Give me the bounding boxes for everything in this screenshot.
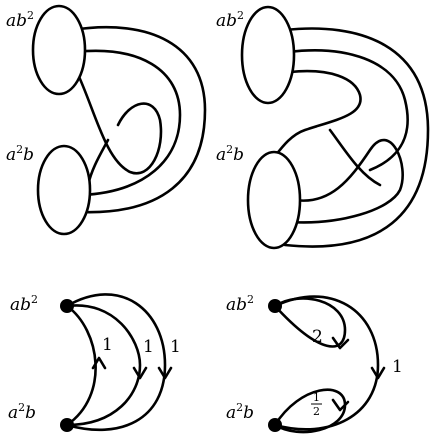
- bl-arrow-inner: [91, 356, 107, 370]
- br-loop-top-label: 2: [312, 327, 323, 347]
- tl-ellipse-bottom: [36, 144, 92, 236]
- tr-strand-outer: [283, 27, 430, 248]
- tr-label-top: ab2: [216, 9, 244, 31]
- tl-strand-middle: [72, 49, 182, 197]
- tl-label-top: ab2: [6, 9, 34, 31]
- bl-edge-label-2: 1: [143, 337, 154, 357]
- bl-edge-outer: [65, 293, 167, 432]
- bl-label-top: ab2: [10, 293, 38, 315]
- bl-edge-label-3: 1: [170, 337, 181, 357]
- br-loop-bottom-num: 1: [313, 391, 320, 404]
- tl-ellipse-top: [31, 4, 87, 96]
- tr-ellipse-top: [240, 5, 296, 105]
- bl-arrow-middle: [132, 366, 148, 380]
- bl-arrow-outer: [157, 366, 173, 380]
- br-arrow-loop-top: [331, 336, 350, 350]
- br-label-bottom: a2b: [226, 401, 254, 423]
- tl-strand-outer: [70, 25, 207, 214]
- tr-label-bottom: a2b: [216, 143, 244, 165]
- tl-strand-short: [86, 138, 110, 187]
- tr-strand-mid2: [270, 69, 362, 162]
- tr-strand-cross: [328, 128, 382, 187]
- bl-edge-label-1: 1: [102, 335, 113, 355]
- br-arrow-loop-bottom: [331, 398, 350, 412]
- tr-strand-mid1: [286, 49, 409, 172]
- br-edge: [273, 295, 380, 431]
- bl-label-bottom: a2b: [8, 401, 36, 423]
- tr-ellipse-bottom: [246, 150, 302, 250]
- br-label-top: ab2: [226, 293, 254, 315]
- br-loop-bottom-den: 2: [313, 405, 320, 418]
- tl-strand-inner: [74, 68, 163, 175]
- bl-edge-inner: [65, 304, 97, 427]
- tl-label-bottom: a2b: [6, 143, 34, 165]
- top-right-diagram: ab2 a2b: [216, 5, 430, 250]
- bottom-left-graph: 1 1 1 ab2 a2b: [8, 293, 181, 432]
- tr-strand-inner: [288, 138, 404, 224]
- bl-edge-middle: [65, 304, 142, 427]
- br-arrow-edge: [370, 366, 386, 380]
- bottom-right-graph: 2 1 2 1 ab2 a2b: [226, 293, 403, 434]
- br-edge-label: 1: [392, 357, 403, 377]
- top-left-diagram: ab2 a2b: [6, 4, 207, 236]
